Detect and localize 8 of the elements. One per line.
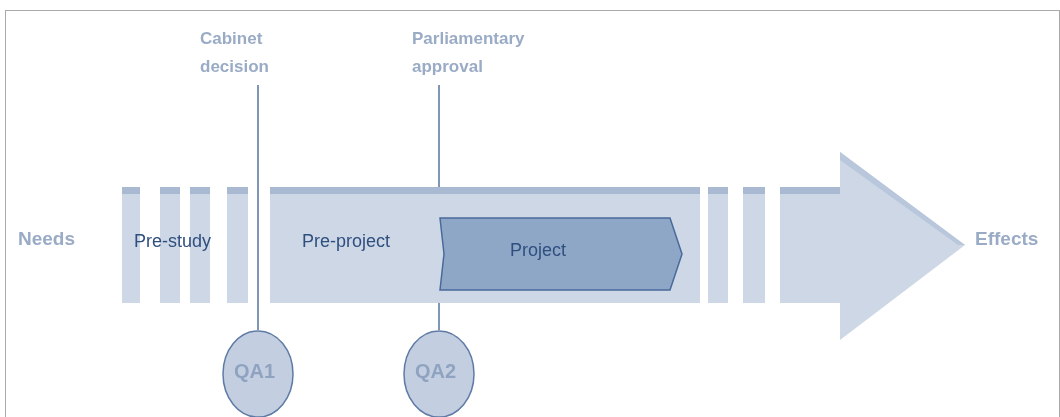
end-label: Effects: [975, 228, 1039, 250]
phase-label: Pre-project: [302, 231, 391, 252]
end-label: Needs: [18, 228, 76, 250]
connector-line: [257, 84, 259, 331]
milestone-text: Cabinet decision: [200, 28, 270, 78]
milestone-text: Parliamentary approval: [412, 28, 522, 78]
phase-label: Project: [510, 240, 567, 261]
phase-label: Pre-study: [134, 231, 212, 252]
